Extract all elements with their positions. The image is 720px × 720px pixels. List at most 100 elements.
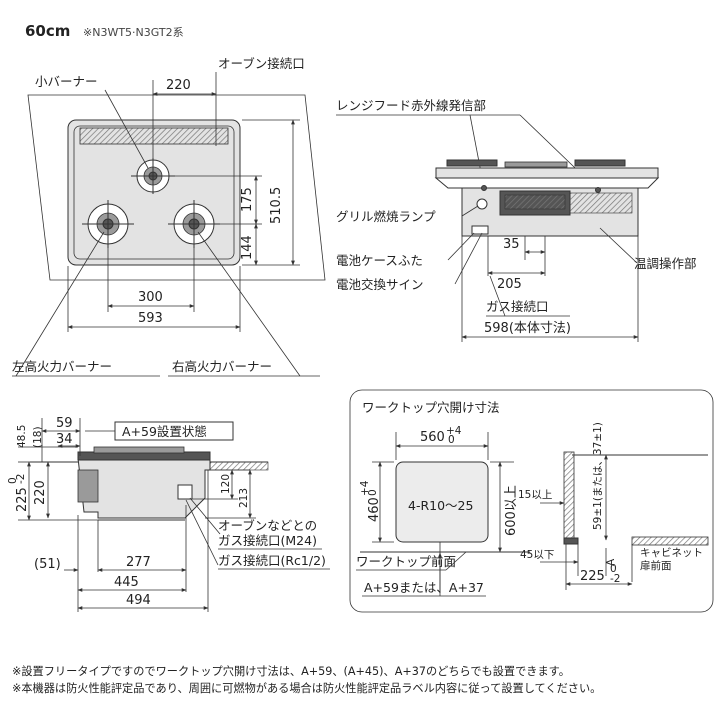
battery-sign-leader: [454, 232, 483, 285]
worktop-section-wall: [563, 451, 575, 545]
exhaust-vent: [79, 127, 229, 145]
dim-120-text: 120: [220, 474, 232, 494]
gas-port-side-icon: [177, 484, 193, 500]
worktop-front-label: ワークトップ前面: [356, 554, 456, 569]
dim-51-text: (51): [34, 557, 61, 572]
right-trivet: [574, 159, 626, 167]
hob-inner: [73, 125, 235, 260]
dim-48-text: 48.5: [16, 425, 28, 448]
dim-35-text: 35: [503, 237, 520, 252]
dim-445-text: 445: [114, 575, 139, 590]
battery-sign-label: 電池交換サイン: [336, 277, 424, 292]
dim-560-tol-down: 0: [448, 434, 455, 446]
worktop-front-leader: [445, 551, 467, 571]
dim-213-text: 213: [238, 488, 250, 508]
dim-300-text: 300: [138, 290, 163, 305]
dim-225-cut-tol-up: 0: [610, 563, 617, 575]
hood-sensor-icon: [481, 185, 487, 191]
dim-175-text: 175: [240, 187, 255, 212]
gas-port-label: ガス接続口: [486, 299, 549, 314]
grill-lamp-icon: [476, 198, 488, 210]
a-options-label: A+59または、A+37: [364, 580, 484, 595]
cabinet-section: [631, 536, 709, 546]
dim-144-text: 144: [240, 235, 255, 260]
oven-port-m24-label-1: オーブンなどとの: [218, 518, 317, 533]
dim-220-side-text: 220: [33, 480, 48, 505]
small-burner-icon: [131, 158, 175, 194]
dim-34-text: 34: [56, 432, 73, 447]
battery-cover-leader: [447, 232, 475, 261]
side-view: A+59設置状態 59 34 48.5 (18) 225 0 -2 220: [7, 416, 330, 612]
dim-225-tol-down: -2: [15, 474, 27, 484]
right-burner-leader: [197, 231, 301, 377]
notes: ※設置フリータイプですのでワークトップ穴開け寸法は、A+59、(A+45)、A+…: [12, 664, 601, 695]
dim-460-text: 460: [367, 497, 382, 522]
dim-59-37-text: 59±1(または、37±1): [592, 422, 604, 530]
grill-lamp-label: グリル燃焼ランプ: [336, 209, 436, 224]
dim-600-text: 600以上: [504, 485, 519, 536]
note-line-2: ※本機器は防火性能評定品であり、周囲に可燃物がある場合は防火性能評定品ラベル内容…: [12, 681, 601, 695]
dim-460-tol-up: +4: [359, 480, 371, 496]
dim-460-tol-down: 0: [367, 489, 379, 496]
dim-225-cut-text: 225: [580, 569, 605, 584]
front-panel-side: [77, 469, 99, 503]
front-view: レンジフード赤外線発信部 グリル燃焼ランプ 電池ケースふた 電池交換サイン 温調…: [336, 98, 697, 342]
state-label: A+59設置状態: [122, 424, 207, 439]
cutout-panel: ワークトップ穴開け寸法 560 +4 0 460 +4 0 4-R10～25 6…: [349, 389, 714, 613]
dim-510-text: 510.5: [269, 187, 284, 224]
dim-225-tol-up: 0: [7, 477, 19, 484]
dim-598-text: 598(本体寸法): [484, 321, 571, 336]
oven-port-label: オーブン接続口: [218, 56, 305, 71]
dim-560-tol-up: +4: [446, 425, 462, 437]
gas-port-leader: [489, 275, 506, 317]
dim-a-right-text: A: [605, 558, 617, 566]
dim-59-text: 59: [56, 416, 73, 431]
left-trivet: [446, 159, 498, 167]
battery-cover-label: 電池ケースふた: [336, 253, 423, 268]
small-burner-label: 小バーナー: [35, 74, 98, 89]
hood-sensor-icon-2: [595, 187, 601, 193]
dim-225-cut-tol-down: -2: [610, 573, 620, 585]
hob-side-body: [77, 457, 211, 519]
left-burner-leader: [15, 231, 105, 377]
title: 60cm ※N3WT5·N3GT2系: [25, 22, 184, 40]
oven-port-m24-label-2: ガス接続口(M24): [218, 533, 317, 548]
cutout-hole: [395, 461, 489, 543]
dim-18-text: (18): [32, 426, 44, 448]
worktop-section-foot: [563, 537, 579, 545]
cabinet-label-2: 扉前面: [640, 559, 672, 572]
left-burner-icon: [82, 200, 134, 248]
dim-593-text: 593: [138, 311, 163, 326]
small-burner-leader: [104, 89, 149, 169]
grill-lamp-leader: [461, 205, 479, 217]
note-line-1: ※設置フリータイプですのでワークトップ穴開け寸法は、A+59、(A+45)、A+…: [12, 664, 570, 678]
cutout-title: ワークトップ穴開け寸法: [362, 400, 500, 415]
title-series: ※N3WT5·N3GT2系: [83, 26, 184, 39]
right-burner-label: 右高火力バーナー: [172, 359, 272, 374]
title-size: 60cm: [25, 22, 70, 40]
trivet-side: [93, 446, 185, 454]
right-burner-icon: [168, 200, 220, 248]
hood-sensor-label: レンジフード赤外線発信部: [336, 98, 486, 113]
cabinet-label-1: キャビネット: [640, 547, 703, 559]
center-trivet: [504, 161, 568, 168]
dim-15-text: 15以上: [518, 489, 552, 501]
corner-radius-label: 4-R10～25: [408, 498, 473, 513]
cutout-panel-border: [349, 389, 714, 613]
oven-port-m24-leader: [189, 497, 221, 535]
dim-45-text: 45以下: [520, 549, 554, 561]
top-plate: [435, 167, 659, 179]
temp-control-leader: [599, 227, 637, 263]
control-panel: [569, 192, 633, 214]
back-wall: [207, 461, 269, 471]
temp-control-label: 温調操作部: [634, 256, 697, 271]
dim-205-text: 205: [497, 277, 522, 292]
battery-case-icon: [471, 225, 489, 235]
gas-port-rc-label: ガス接続口(Rc1/2): [218, 553, 326, 568]
top-view: 小バーナー オーブン接続口 220 510.5 175 144 300 593 …: [12, 56, 326, 377]
grill-window: [504, 194, 566, 210]
gas-port-rc-leader: [185, 499, 219, 566]
top-plate-edge: [434, 177, 660, 189]
dim-560-text: 560: [420, 430, 445, 445]
